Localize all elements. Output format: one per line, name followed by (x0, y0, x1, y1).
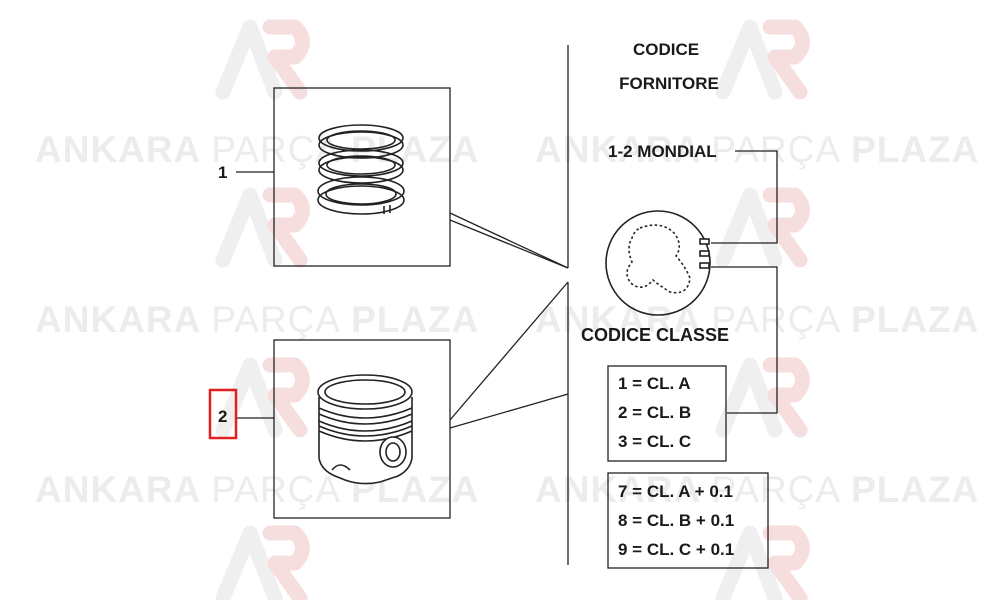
item-2-piston[interactable]: 2 (208, 339, 451, 519)
watermark-logo (715, 187, 810, 268)
watermark-logo (715, 19, 810, 100)
watermark-logo (715, 357, 810, 438)
watermark-logo (215, 357, 310, 438)
class-row: 1 = CL. A (618, 374, 691, 393)
leader-lines (449, 212, 569, 429)
oversize-row: 7 = CL. A + 0.1 (618, 482, 733, 501)
class-header: CODICE CLASSE (581, 325, 729, 345)
header-line-2: FORNITORE (619, 74, 719, 93)
item-1-piston-rings[interactable]: 1 (218, 87, 451, 267)
piston-crown-marking-icon (605, 210, 711, 316)
class-row: 3 = CL. C (618, 432, 691, 451)
supplier-code-header: CODICE FORNITORE (619, 40, 719, 93)
class-row: 2 = CL. B (618, 403, 691, 422)
oversize-row: 9 = CL. C + 0.1 (618, 540, 734, 559)
watermark-logo (215, 525, 310, 600)
watermark-logo (215, 187, 310, 268)
watermark-logo (715, 525, 810, 600)
piston-rings-icon (317, 124, 405, 215)
callout-highlight-2 (208, 388, 238, 440)
callout-label-2: 2 (218, 407, 227, 426)
oversize-row: 8 = CL. B + 0.1 (618, 511, 734, 530)
item-1-box (273, 87, 451, 267)
header-line-1: CODICE (633, 40, 699, 59)
connector-lines (711, 150, 778, 414)
piston-icon (317, 374, 413, 485)
watermark-logo (215, 19, 310, 100)
item-2-box (273, 339, 451, 519)
class-table: 1 = CL. A 2 = CL. B 3 = CL. C (607, 365, 727, 462)
oversize-table: 7 = CL. A + 0.1 8 = CL. B + 0.1 9 = CL. … (607, 472, 769, 569)
supplier-label: 1-2 MONDIAL (608, 142, 717, 161)
callout-label-1: 1 (218, 163, 227, 182)
